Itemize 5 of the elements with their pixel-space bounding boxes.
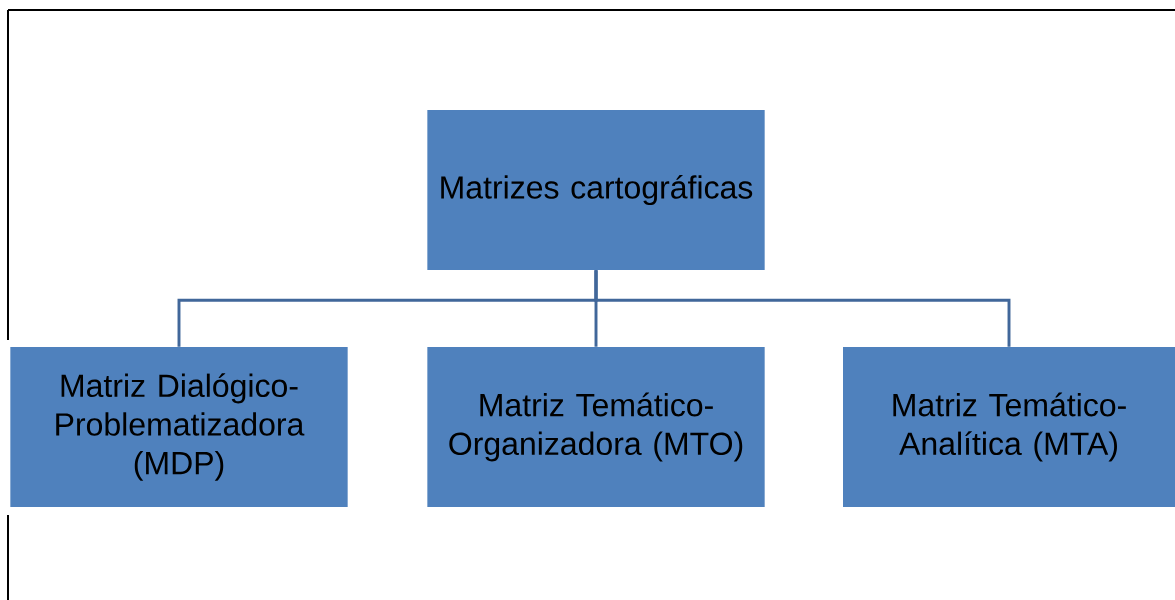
connector-line [594, 270, 1011, 347]
category-box: Matriz Dialógico-Problematizadora (MDP) [10, 347, 348, 507]
title-box: Matrizes cartográficas [427, 110, 765, 270]
category-box: Matriz Temático-Organizadora (MTO) [427, 347, 765, 507]
category-box: Matriz Temático-Analítica (MTA) [843, 347, 1175, 507]
